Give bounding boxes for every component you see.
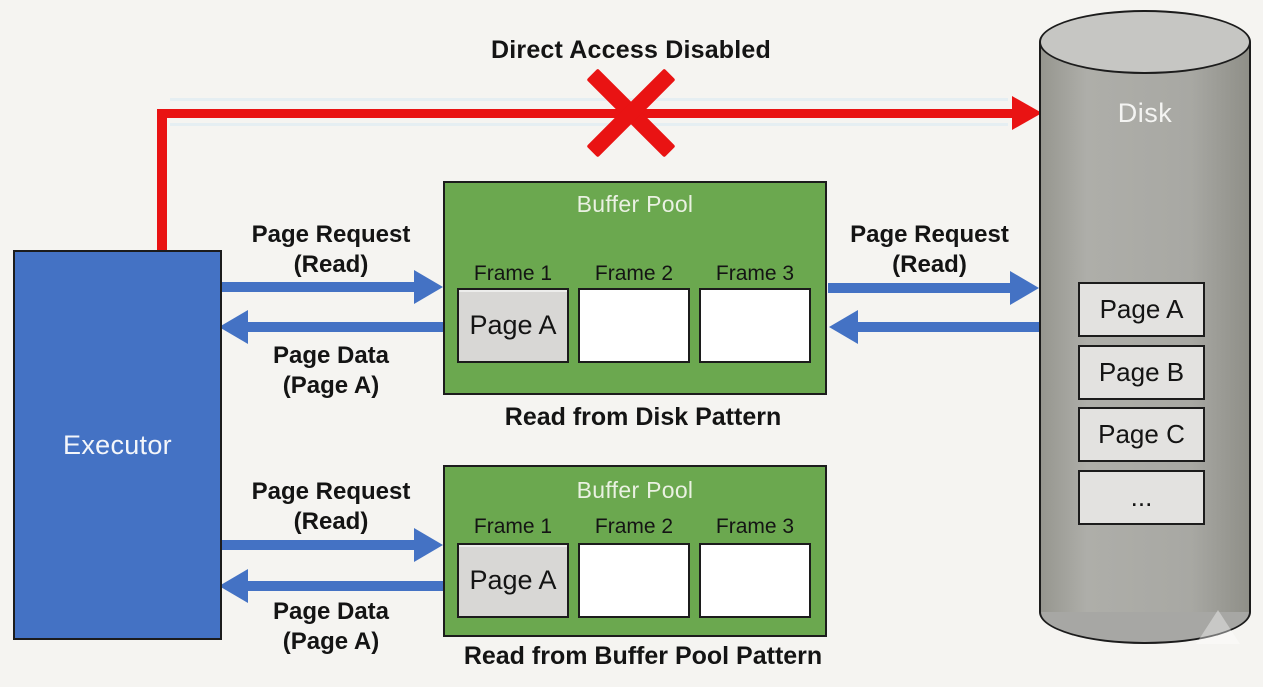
disk-page: Page C (1078, 407, 1205, 462)
arrow-shaft-request-top (218, 282, 414, 292)
arrow-head-icon (414, 270, 443, 304)
frame-slot-empty (578, 288, 690, 363)
frame-slot-page: Page A (457, 543, 569, 618)
frame-label: Frame 2 (594, 515, 674, 538)
frame-label: Frame 2 (594, 262, 674, 285)
buffer-pool-buffer-pattern: Buffer Pool Frame 1 Frame 2 Frame 3 Page… (443, 465, 827, 637)
frame-slot-page: Page A (457, 288, 569, 363)
arrow-shaft-data-top (248, 322, 443, 332)
frame-slot-empty (699, 543, 811, 618)
arrow-head-icon (219, 569, 248, 603)
disk-cylinder-top (1039, 10, 1251, 74)
frame-label: Frame 1 (473, 515, 553, 538)
glow-line (170, 98, 1008, 101)
direct-access-line-vertical (157, 109, 167, 251)
caption-disk-pattern: Read from Disk Pattern (504, 403, 782, 431)
buffer-pool-title: Buffer Pool (576, 191, 694, 217)
disk-page: ... (1078, 470, 1205, 525)
frame-label: Frame 3 (715, 515, 795, 538)
executor-label: Executor (63, 429, 172, 460)
direct-access-disabled-label: Direct Access Disabled (491, 36, 771, 64)
caption-buffer-pool-pattern: Read from Buffer Pool Pattern (463, 642, 823, 670)
watermark-triangle-icon (1196, 610, 1240, 644)
arrow-head-icon (829, 310, 858, 344)
arrow-head-icon (1012, 96, 1042, 130)
buffer-pool-disk-pattern: Buffer Pool Frame 1 Frame 2 Frame 3 Page… (443, 181, 827, 395)
arrow-shaft-request-bottom (218, 540, 414, 550)
executor-box: Executor (13, 250, 222, 640)
disk-page: Page B (1078, 345, 1205, 400)
flow-label-request-bottom: Page Request (Read) (251, 478, 411, 535)
page-chip-label: Page A (469, 565, 557, 595)
frame-label: Frame 3 (715, 262, 795, 285)
page-chip-label: Page A (469, 310, 557, 340)
frame-label: Frame 1 (473, 262, 553, 285)
arrow-shaft-data-bottom (248, 581, 443, 591)
frame-slot-empty (578, 543, 690, 618)
arrow-head-icon (219, 310, 248, 344)
arrow-head-icon (414, 528, 443, 562)
arrow-head-icon (1010, 271, 1039, 305)
disk-page: Page A (1078, 282, 1205, 337)
arrow-shaft-data-disk (858, 322, 1041, 332)
flow-label-data-bottom: Page Data (Page A) (272, 598, 390, 655)
flow-label-request-disk: Page Request (Read) (850, 221, 1009, 278)
flow-label-request-top: Page Request (Read) (251, 221, 411, 278)
frame-slot-empty (699, 288, 811, 363)
direct-access-line-horizontal (157, 109, 1012, 118)
flow-label-data-top: Page Data (Page A) (272, 342, 390, 399)
buffer-pool-title: Buffer Pool (576, 477, 694, 503)
arrow-shaft-request-disk (828, 283, 1010, 293)
disk-label: Disk (1117, 98, 1173, 128)
glow-line (170, 123, 1008, 126)
